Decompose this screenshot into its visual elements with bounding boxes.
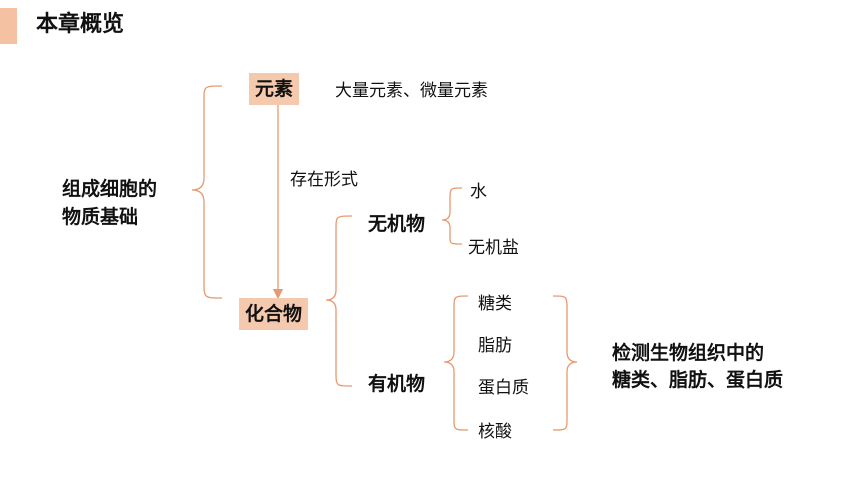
root-label-line1: 组成细胞的 [62, 178, 158, 200]
element-node: 元素 [249, 73, 300, 105]
inorganic-item-salt: 无机盐 [468, 238, 519, 258]
organic-item-protein: 蛋白质 [478, 378, 529, 398]
organic-brace [443, 295, 469, 431]
detection-line1: 检测生物组织中的 [612, 342, 765, 364]
inorganic-label: 无机物 [368, 213, 426, 235]
detection-label: 检测生物组织中的 糖类、脂肪、蛋白质 [612, 340, 783, 394]
organic-right-brace [552, 295, 578, 431]
compound-brace [325, 215, 353, 387]
inorganic-brace [441, 187, 463, 245]
organic-item-nucleic-acid: 核酸 [478, 422, 512, 442]
title-accent-bar [0, 8, 17, 44]
root-label: 组成细胞的 物质基础 [62, 175, 157, 231]
detection-line2: 糖类、脂肪、蛋白质 [612, 369, 784, 391]
organic-item-fat: 脂肪 [478, 336, 512, 356]
organic-item-sugar: 糖类 [478, 294, 512, 314]
element-description: 大量元素、微量元素 [335, 81, 488, 101]
root-brace [191, 85, 223, 299]
inorganic-item-water: 水 [470, 182, 487, 202]
arrow-label: 存在形式 [290, 170, 358, 190]
compound-node: 化合物 [239, 298, 309, 330]
root-label-line2: 物质基础 [62, 206, 139, 228]
page-title: 本章概览 [36, 12, 125, 37]
organic-label: 有机物 [368, 373, 426, 395]
